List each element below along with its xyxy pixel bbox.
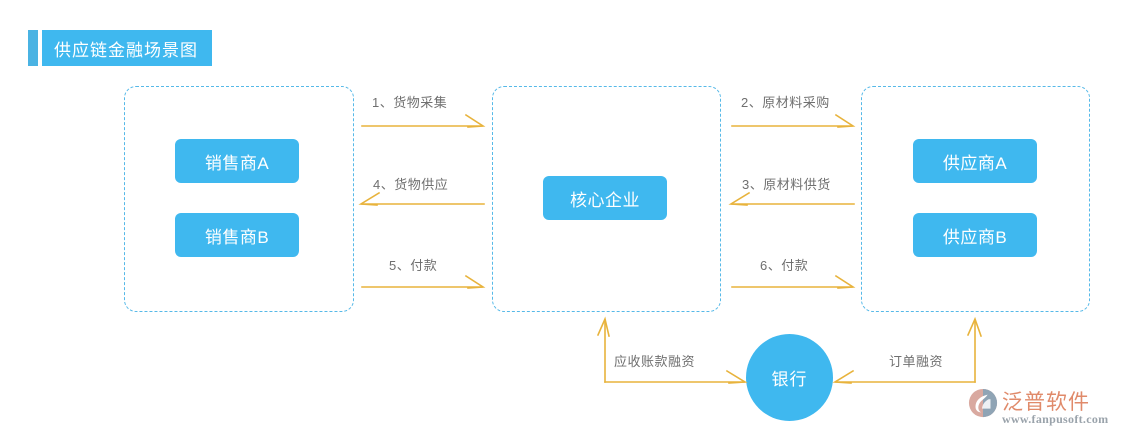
flow-label-order-financing: 订单融资 bbox=[889, 354, 944, 369]
node-seller-a[interactable]: 销售商A bbox=[175, 139, 299, 183]
node-supplier-a[interactable]: 供应商A bbox=[913, 139, 1037, 183]
group-box-suppliers bbox=[861, 86, 1090, 312]
arrow-flow-6 bbox=[731, 274, 856, 289]
flow-label-2: 2、原材料采购 bbox=[741, 95, 830, 110]
node-bank[interactable]: 银行 bbox=[746, 334, 833, 421]
flow-label-5: 5、付款 bbox=[389, 258, 438, 273]
flow-label-3: 3、原材料供货 bbox=[742, 177, 831, 192]
title-accent-bar bbox=[28, 30, 38, 66]
flow-label-6: 6、付款 bbox=[760, 258, 809, 273]
title-block: 供应链金融场景图 bbox=[42, 30, 212, 66]
arrow-flow-4 bbox=[358, 191, 485, 206]
arrow-flow-3 bbox=[728, 191, 855, 206]
arrow-flow-1 bbox=[361, 113, 486, 128]
node-seller-b[interactable]: 销售商B bbox=[175, 213, 299, 257]
title-text: 供应链金融场景图 bbox=[54, 40, 198, 60]
node-core-enterprise[interactable]: 核心企业 bbox=[543, 176, 667, 220]
logo-company-name: 泛普软件 bbox=[1002, 391, 1090, 414]
flow-label-receivable-financing: 应收账款融资 bbox=[614, 354, 696, 369]
logo-website-url: www.fanpusoft.com bbox=[1002, 412, 1109, 426]
page-title: 供应链金融场景图 bbox=[28, 30, 212, 66]
arrow-flow-5 bbox=[361, 274, 486, 289]
flow-label-4: 4、货物供应 bbox=[373, 177, 449, 192]
title-gap bbox=[38, 30, 42, 66]
group-box-core bbox=[492, 86, 721, 312]
arrow-flow-2 bbox=[731, 113, 856, 128]
brand-logo: 泛普软件 www.fanpusoft.com bbox=[968, 386, 1118, 432]
node-supplier-b[interactable]: 供应商B bbox=[913, 213, 1037, 257]
group-box-sellers bbox=[124, 86, 354, 312]
logo-mark-icon bbox=[968, 388, 998, 418]
flow-label-1: 1、货物采集 bbox=[372, 95, 448, 110]
